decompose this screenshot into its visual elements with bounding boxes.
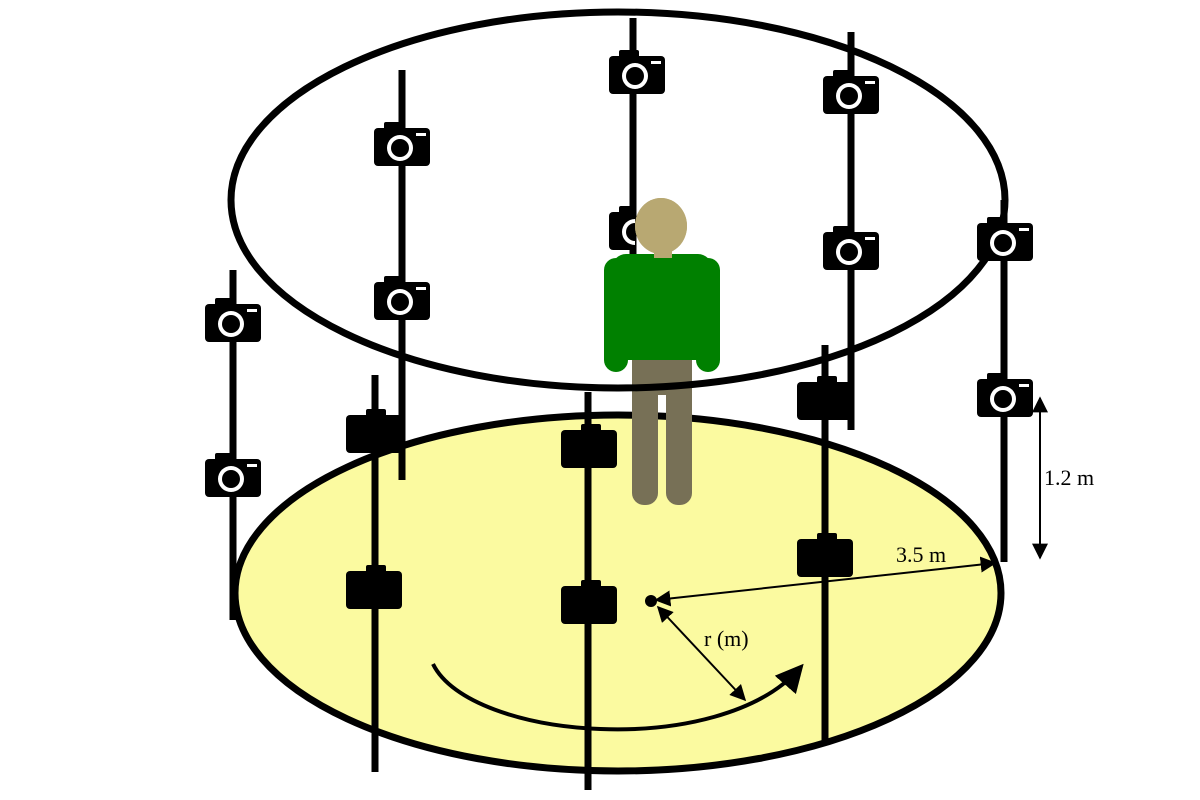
- person-torso: [612, 254, 712, 360]
- camera-icon: [797, 533, 853, 577]
- camera-icon: [609, 50, 665, 94]
- center-point: [645, 595, 657, 607]
- camera-icon: [205, 298, 261, 342]
- radius-arrow: [654, 556, 997, 607]
- radius-label: 3.5 m: [896, 542, 946, 567]
- camera-icon: [977, 217, 1033, 261]
- person-head: [635, 198, 687, 254]
- camera-icon: [823, 70, 879, 114]
- camera-icon: [374, 122, 430, 166]
- camera-icon: [977, 373, 1033, 417]
- distance-label: r (m): [704, 626, 749, 651]
- rotation-arc: [431, 663, 804, 732]
- camera-icon: [205, 453, 261, 497]
- camera-icon: [561, 580, 617, 624]
- camera-icon: [346, 409, 402, 453]
- height-label: 1.2 m: [1044, 465, 1094, 490]
- camera-icon: [374, 276, 430, 320]
- distance-arrow: [656, 605, 747, 702]
- camera-icon: [823, 226, 879, 270]
- camera-icon: [561, 424, 617, 468]
- camera-icon: [346, 565, 402, 609]
